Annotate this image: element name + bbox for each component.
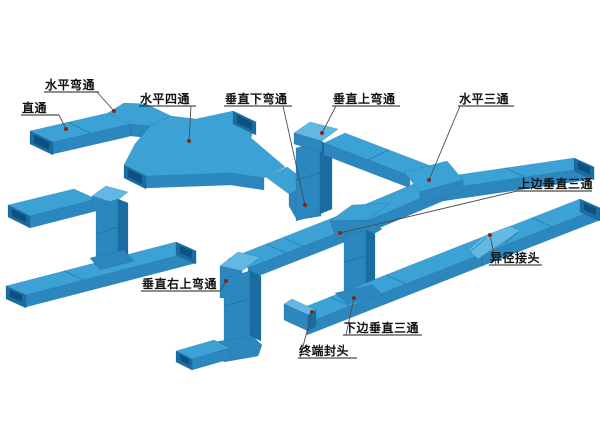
component-label-chuizhi-youshang-wantong: 垂直右上弯通: [142, 277, 218, 291]
component-label-shuiping-sitong: 水平四通: [140, 92, 191, 106]
component-label-zhitong: 直通: [22, 101, 48, 115]
component-label-chuizhi-xia-wantong: 垂直下弯通: [225, 92, 288, 106]
component-label-shuiping-santong: 水平三通: [459, 92, 510, 106]
component-label-xiabian-chuizhi-santong: 下边垂直三通: [344, 321, 420, 335]
component-label-shuiping-wantong: 水平弯通: [45, 78, 96, 92]
component-label-zhongduan-fengtou: 终端封头: [299, 344, 350, 358]
component-label-chuizhi-shang-wantong: 垂直上弯通: [333, 92, 396, 106]
component-label-shangbian-chuizhi-santong: 上边垂直三通: [518, 177, 594, 191]
component-label-yijing-jietou: 异径接头: [490, 251, 541, 265]
